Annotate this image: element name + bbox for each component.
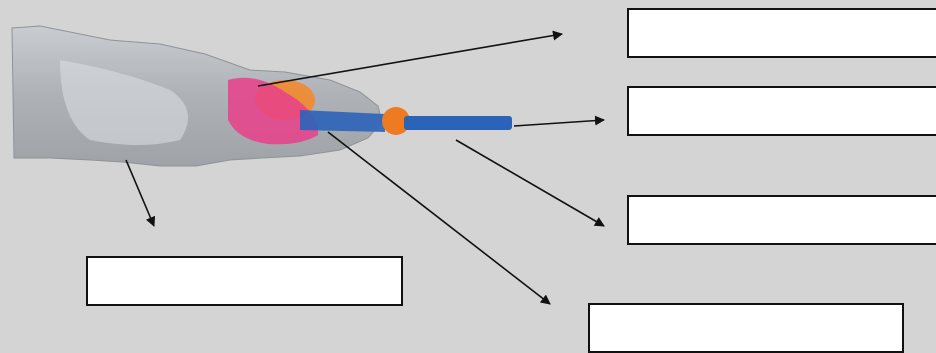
label-box-left[interactable] [86, 256, 403, 306]
arrow-to-mid-right [513, 115, 605, 127]
arrow-to-top-right [257, 30, 563, 87]
arrow-to-lower-right [455, 139, 605, 227]
blue-straw [404, 116, 512, 130]
pink-filling [228, 77, 319, 145]
plastic-highlight [60, 60, 188, 145]
label-box-mid-right[interactable] [627, 86, 936, 136]
arrow-to-left [125, 159, 156, 227]
label-box-lower-right[interactable] [627, 195, 936, 245]
arrow-to-bottom-right [327, 131, 551, 305]
label-box-top-right[interactable] [627, 8, 936, 58]
model-object [11, 25, 512, 167]
blue-tube-inside [300, 110, 385, 132]
label-box-bottom-right[interactable] [588, 303, 904, 353]
arrows [125, 30, 605, 305]
orange-bead [382, 107, 410, 135]
